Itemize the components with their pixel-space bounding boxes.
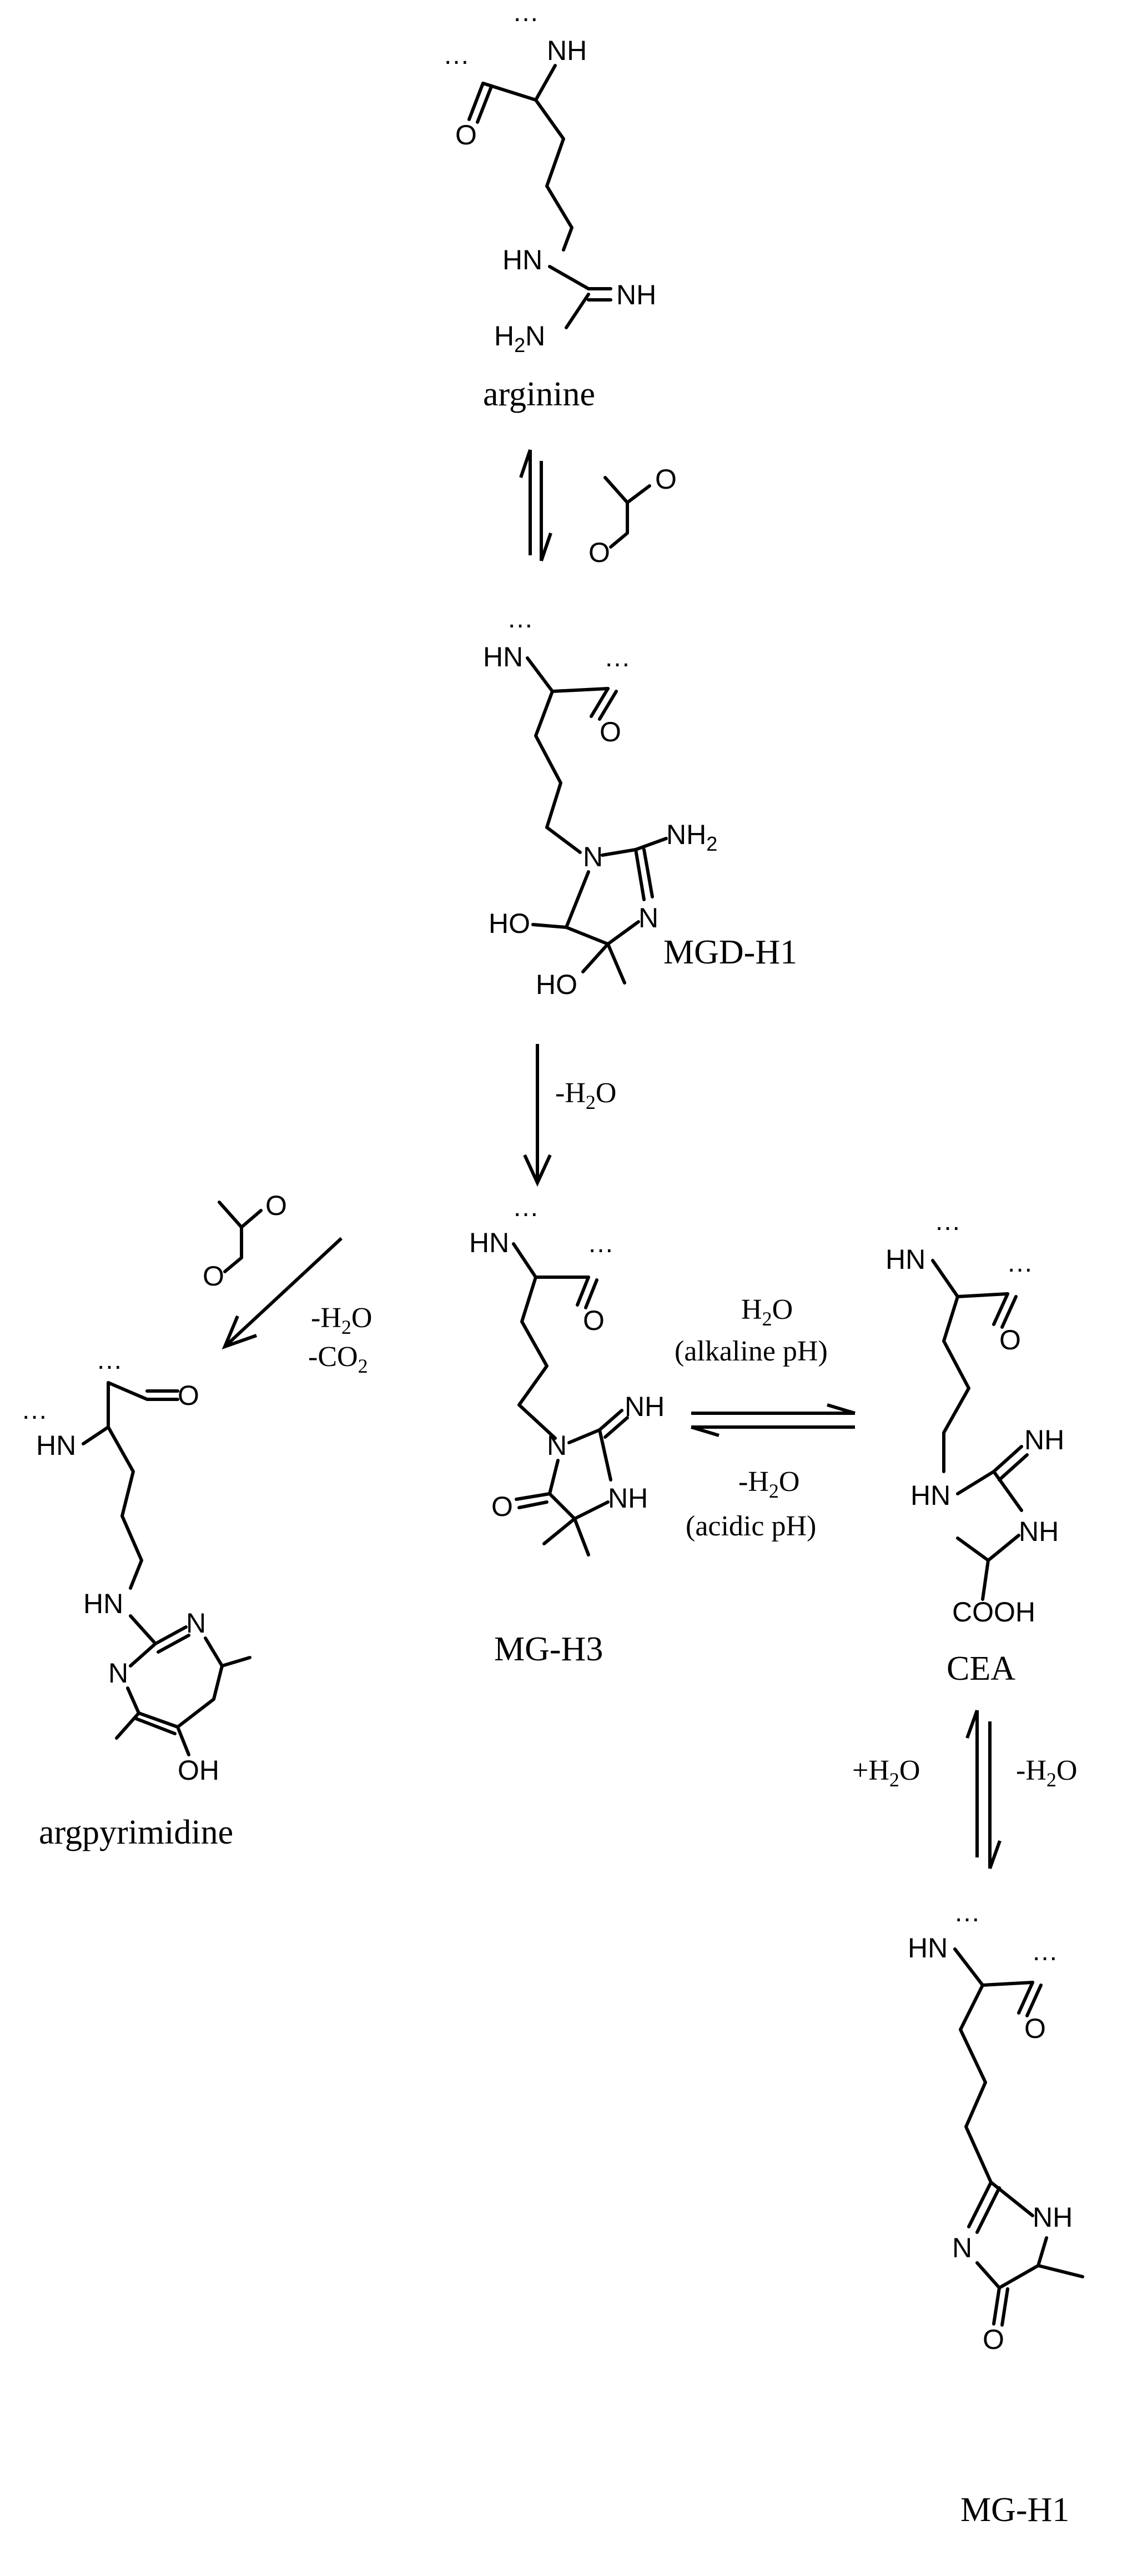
arginine-guanidine-nh2: H2N [494, 320, 545, 356]
mgh3-continuation-co: ... [588, 1229, 614, 1258]
arginine-guanidine-imine-nh: NH [616, 279, 656, 310]
arginine-backbone-continuation-left: ... [444, 41, 470, 70]
cea-amide-hn: HN [886, 1244, 925, 1275]
mgh1-amide-hn: HN [908, 1932, 948, 1964]
cea-guanidine-hn: HN [910, 1480, 950, 1511]
condition-mgh1-reverse-water: -H2O [1016, 1755, 1077, 1791]
methylglyoxal-o2: O [588, 537, 610, 568]
condition-argpyrimidine-water: -H2O [311, 1302, 372, 1338]
argpyrimidine-carbonyl-o: O [178, 1380, 199, 1411]
mgdh1-label: MGD-H1 [663, 933, 797, 971]
reagent-methylglyoxal-1: O O [588, 464, 677, 568]
compound-argpyrimidine: ... O ... HN HN N N OH argpyrimidine [22, 1345, 251, 1851]
condition-argpyrimidine-co2: -CO2 [308, 1341, 368, 1377]
mgdh1-hydroxyl-1: HO [489, 908, 530, 939]
mgdh1-continuation-nh: ... [508, 604, 534, 634]
cea-guanidine-nh: NH [1019, 1516, 1059, 1547]
arrow-mgh3-to-argpyrimidine [222, 1237, 343, 1350]
mgh1-ring-carbonyl-o: O [983, 2324, 1004, 2355]
equilibrium-arrow-arginine-mgdh1 [519, 449, 552, 561]
arginine-label: arginine [483, 375, 595, 413]
mgh3-amide-hn: HN [469, 1227, 509, 1258]
condition-cea-forward-ph: (alkaline pH) [675, 1335, 828, 1367]
argpyrimidine-hydroxyl: OH [178, 1755, 219, 1786]
arginine-backbone-continuation-top: ... [514, 0, 539, 27]
cea-carboxyl: COOH [952, 1596, 1035, 1628]
equilibrium-arrow-mgh3-cea [691, 1403, 856, 1437]
cea-guanidine-imine-nh: NH [1024, 1424, 1064, 1455]
mgh1-ring-nh: NH [1033, 2202, 1073, 2233]
mgh1-ring-n: N [952, 2232, 972, 2263]
arginine-amide-nh: NH [547, 35, 587, 66]
mgdh1-continuation-co: ... [605, 643, 631, 672]
argpyrimidine-continuation-co: ... [97, 1345, 123, 1375]
argpyrimidine-ring-n1: N [186, 1608, 206, 1639]
condition-cea-reverse-ph: (acidic pH) [686, 1510, 816, 1542]
condition-cea-forward-water: H2O [741, 1294, 793, 1330]
mgdh1-carbonyl-o: O [600, 716, 621, 747]
methylglyoxal-o1: O [655, 464, 677, 495]
mgh3-ring-n1: N [547, 1430, 567, 1461]
methylglyoxal-2-o2: O [203, 1261, 224, 1292]
compound-cea: ... HN ... O HN NH NH COOH CEA [886, 1207, 1064, 1688]
equilibrium-arrow-cea-mgh1 [965, 1709, 1002, 1870]
argpyrimidine-label: argpyrimidine [39, 1814, 233, 1851]
mgdh1-hydroxyl-2: HO [536, 969, 577, 1000]
mgh3-carbonyl-o: O [583, 1305, 605, 1336]
condition-mgh1-forward-water: +H2O [852, 1755, 920, 1791]
compound-mg-h1: ... HN ... O NH N O MG-H1 [908, 1898, 1084, 2529]
arginine-carbonyl-o: O [455, 119, 477, 150]
mgdh1-ring-n3: N [638, 902, 658, 933]
mgdh1-amino-nh2: NH2 [666, 819, 717, 855]
methylglyoxal-2-o1: O [265, 1190, 287, 1221]
mgh3-ring-nh: NH [608, 1483, 648, 1514]
mgh3-ring-carbonyl-o: O [491, 1491, 513, 1522]
argpyrimidine-continuation-nh: ... [22, 1395, 48, 1425]
mgh1-continuation-co: ... [1033, 1937, 1058, 1966]
condition-dehydration-mgdh1: -H2O [555, 1077, 616, 1113]
arginine-guanidine-hn: HN [502, 244, 542, 275]
mgh1-carbonyl-o: O [1024, 2013, 1046, 2044]
cea-carbonyl-o: O [999, 1324, 1021, 1355]
condition-cea-reverse-water: -H2O [738, 1466, 799, 1502]
argpyrimidine-amide-hn: HN [36, 1430, 76, 1461]
cea-continuation-nh: ... [935, 1207, 961, 1236]
argpyrimidine-ring-n2: N [108, 1658, 128, 1689]
mgh1-label: MG-H1 [960, 2491, 1069, 2529]
cea-continuation-co: ... [1008, 1248, 1033, 1278]
cea-label: CEA [947, 1650, 1015, 1688]
compound-mgd-h1: ... HN ... O N NH2 N HO HO MGD-H1 [483, 604, 797, 1000]
compound-arginine: ... NH ... O HN NH H2N arginine [444, 0, 656, 413]
compound-mg-h3: ... HN ... O N NH NH O MG-H3 [469, 1193, 665, 1668]
mgh1-continuation-nh: ... [955, 1898, 980, 1927]
mgdh1-ring-n1: N [583, 841, 603, 872]
mgh3-imine-nh: NH [625, 1391, 665, 1422]
reagent-methylglyoxal-2: O O [203, 1190, 287, 1292]
mgdh1-amide-hn: HN [483, 641, 523, 672]
arrow-mgdh1-to-mgh3 [523, 1044, 552, 1187]
mgh3-label: MG-H3 [494, 1630, 603, 1668]
argpyrimidine-amine-hn: HN [83, 1588, 123, 1619]
mgh3-continuation-nh: ... [514, 1193, 539, 1222]
